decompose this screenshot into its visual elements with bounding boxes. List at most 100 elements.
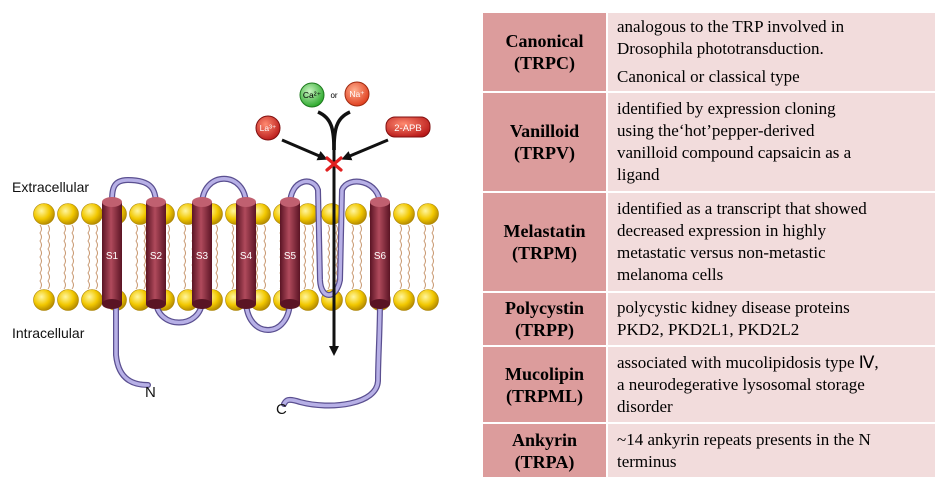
lipid-head	[81, 203, 103, 225]
blocker-2apb: 2-APB	[385, 116, 431, 138]
lipid-head	[417, 289, 439, 311]
lipid-tail	[215, 224, 218, 290]
intracellular-label: Intracellular	[12, 325, 85, 341]
description-line: terminus	[617, 451, 677, 471]
description-line: polycystic kidney disease proteins	[617, 298, 850, 317]
lipid-tail	[359, 224, 362, 290]
lipid-tail	[47, 224, 50, 290]
lipid-tail	[167, 224, 170, 290]
lipid-tail	[183, 224, 186, 290]
ion-or-label: or	[330, 91, 337, 100]
family-name: Vanilloid	[509, 121, 580, 141]
description-line: a neurodegerative lysosomal storage	[617, 374, 865, 394]
table-row: Mucolipin(TRPML) associated with mucolipi…	[483, 347, 935, 422]
family-abbr: (TRPA)	[514, 451, 575, 472]
n-terminus-label: N	[145, 384, 156, 401]
family-abbr: (TRPV)	[514, 143, 575, 163]
lipid-tail	[407, 224, 410, 290]
table-row: Melastatin(TRPM)identified as a transcri…	[483, 193, 935, 291]
transmembrane-helices: S1 S2 S3 S4 S5 S6	[102, 197, 390, 309]
lipid-head	[297, 289, 319, 311]
c-terminus-label: C	[276, 401, 287, 418]
ion-ca-label: Ca²⁺	[303, 90, 322, 100]
blocker-la-label: La³⁺	[260, 123, 277, 133]
family-abbr: (TRPM)	[512, 243, 577, 263]
description-line: using the‘hot’pepper-derived	[617, 121, 815, 140]
table-row: Ankyrin(TRPA) ~14 ankyrin repeats present…	[483, 424, 935, 477]
helix-label: S3	[196, 251, 209, 262]
family-name-cell: Canonical(TRPC)	[483, 13, 606, 91]
lipid-tail	[351, 224, 354, 290]
lipid-head	[57, 289, 79, 311]
block-mark	[325, 156, 343, 172]
lipid-tail	[255, 224, 258, 290]
description-line: ligand	[617, 165, 660, 184]
lipid-head	[345, 289, 367, 311]
ion-na: Na⁺	[344, 81, 370, 107]
description-line: disorder	[617, 396, 673, 416]
blocker-la: La³⁺	[255, 115, 281, 141]
description-line: identified as a transcript that showed	[617, 199, 867, 218]
family-name-cell: Ankyrin(TRPA)	[483, 424, 606, 477]
helix-s4: S4	[236, 197, 256, 309]
lipid-tail	[135, 224, 138, 290]
description-line: decreased expression in highly	[617, 221, 827, 240]
helix-s3: S3	[192, 197, 212, 309]
extracellular-label: Extracellular	[12, 179, 89, 195]
table-row: Canonical(TRPC)analogous to the TRP invo…	[483, 13, 935, 91]
lipid-head	[417, 203, 439, 225]
family-name: Mucolipin	[504, 363, 584, 384]
lipid-tail	[95, 224, 98, 290]
trp-family-rows: Canonical(TRPC)analogous to the TRP invo…	[483, 13, 935, 477]
lipid-head	[33, 289, 55, 311]
helix-s1: S1	[102, 197, 122, 309]
family-description-cell: identified as a transcript that showed de…	[608, 193, 935, 291]
helix-label: S1	[106, 251, 119, 262]
family-abbr: (TRPC)	[514, 53, 575, 73]
table-row: Polycystin(TRPP) polycystic kidney diseas…	[483, 293, 935, 345]
ion-pathway	[281, 110, 389, 356]
diagram-canvas: S1 S2 S3 S4 S5 S6 Ca²⁺ or Na⁺ La³⁺ 2-APB Extr…	[12, 81, 439, 418]
ion-path-right	[332, 110, 351, 151]
description-line: PKD2, PKD2L1, PKD2L2	[617, 320, 800, 339]
lipid-tail	[431, 224, 434, 290]
description-line: associated with mucolipidosis type Ⅳ,	[617, 352, 879, 372]
helix-label: S4	[240, 251, 253, 262]
family-name-cell: Polycystin(TRPP)	[483, 293, 606, 345]
lipid-head	[393, 289, 415, 311]
family-description-cell: identified by expression cloning using th…	[608, 93, 935, 191]
lipid-tail	[63, 224, 66, 290]
family-name-cell: Melastatin(TRPM)	[483, 193, 606, 291]
lipid-head	[57, 203, 79, 225]
family-abbr: (TRPML)	[506, 385, 583, 406]
blocker-2apb-label: 2-APB	[394, 123, 421, 134]
helix-s2: S2	[146, 197, 166, 309]
lipid-tail	[311, 224, 314, 290]
family-name-cell: Vanilloid(TRPV)	[483, 93, 606, 191]
helix-s6: S6	[370, 197, 390, 309]
trp-channel-diagram: S1 S2 S3 S4 S5 S6 Ca²⁺ or Na⁺ La³⁺ 2-APB Extr…	[0, 0, 470, 496]
helix-label: S6	[374, 251, 387, 262]
family-abbr: (TRPP)	[515, 320, 574, 340]
helix-label: S2	[150, 251, 163, 262]
description-extra: Canonical or classical type	[617, 67, 800, 86]
lipid-tail	[87, 224, 90, 290]
la-block-arrow	[281, 138, 328, 161]
lipid-tail	[327, 224, 330, 290]
trp-family-table: Canonical(TRPC)analogous to the TRP invo…	[481, 11, 937, 479]
lipid-tail	[231, 224, 234, 290]
family-name: Melastatin	[503, 221, 586, 241]
description-line: identified by expression cloning	[617, 99, 836, 118]
description-line: ~14 ankyrin repeats presents in the N	[617, 429, 871, 449]
description-line: melanoma cells	[617, 265, 724, 284]
apb-block-arrow	[341, 138, 389, 161]
ion-path-left	[317, 110, 336, 151]
lipid-tail	[423, 224, 426, 290]
description-line: Drosophila phototransduction.	[617, 39, 824, 58]
helix-s5: S5	[280, 197, 300, 309]
ion-ca: Ca²⁺	[299, 82, 325, 108]
lipid-tail	[399, 224, 402, 290]
family-name-cell: Mucolipin(TRPML)	[483, 347, 606, 422]
helix-label: S5	[284, 251, 297, 262]
